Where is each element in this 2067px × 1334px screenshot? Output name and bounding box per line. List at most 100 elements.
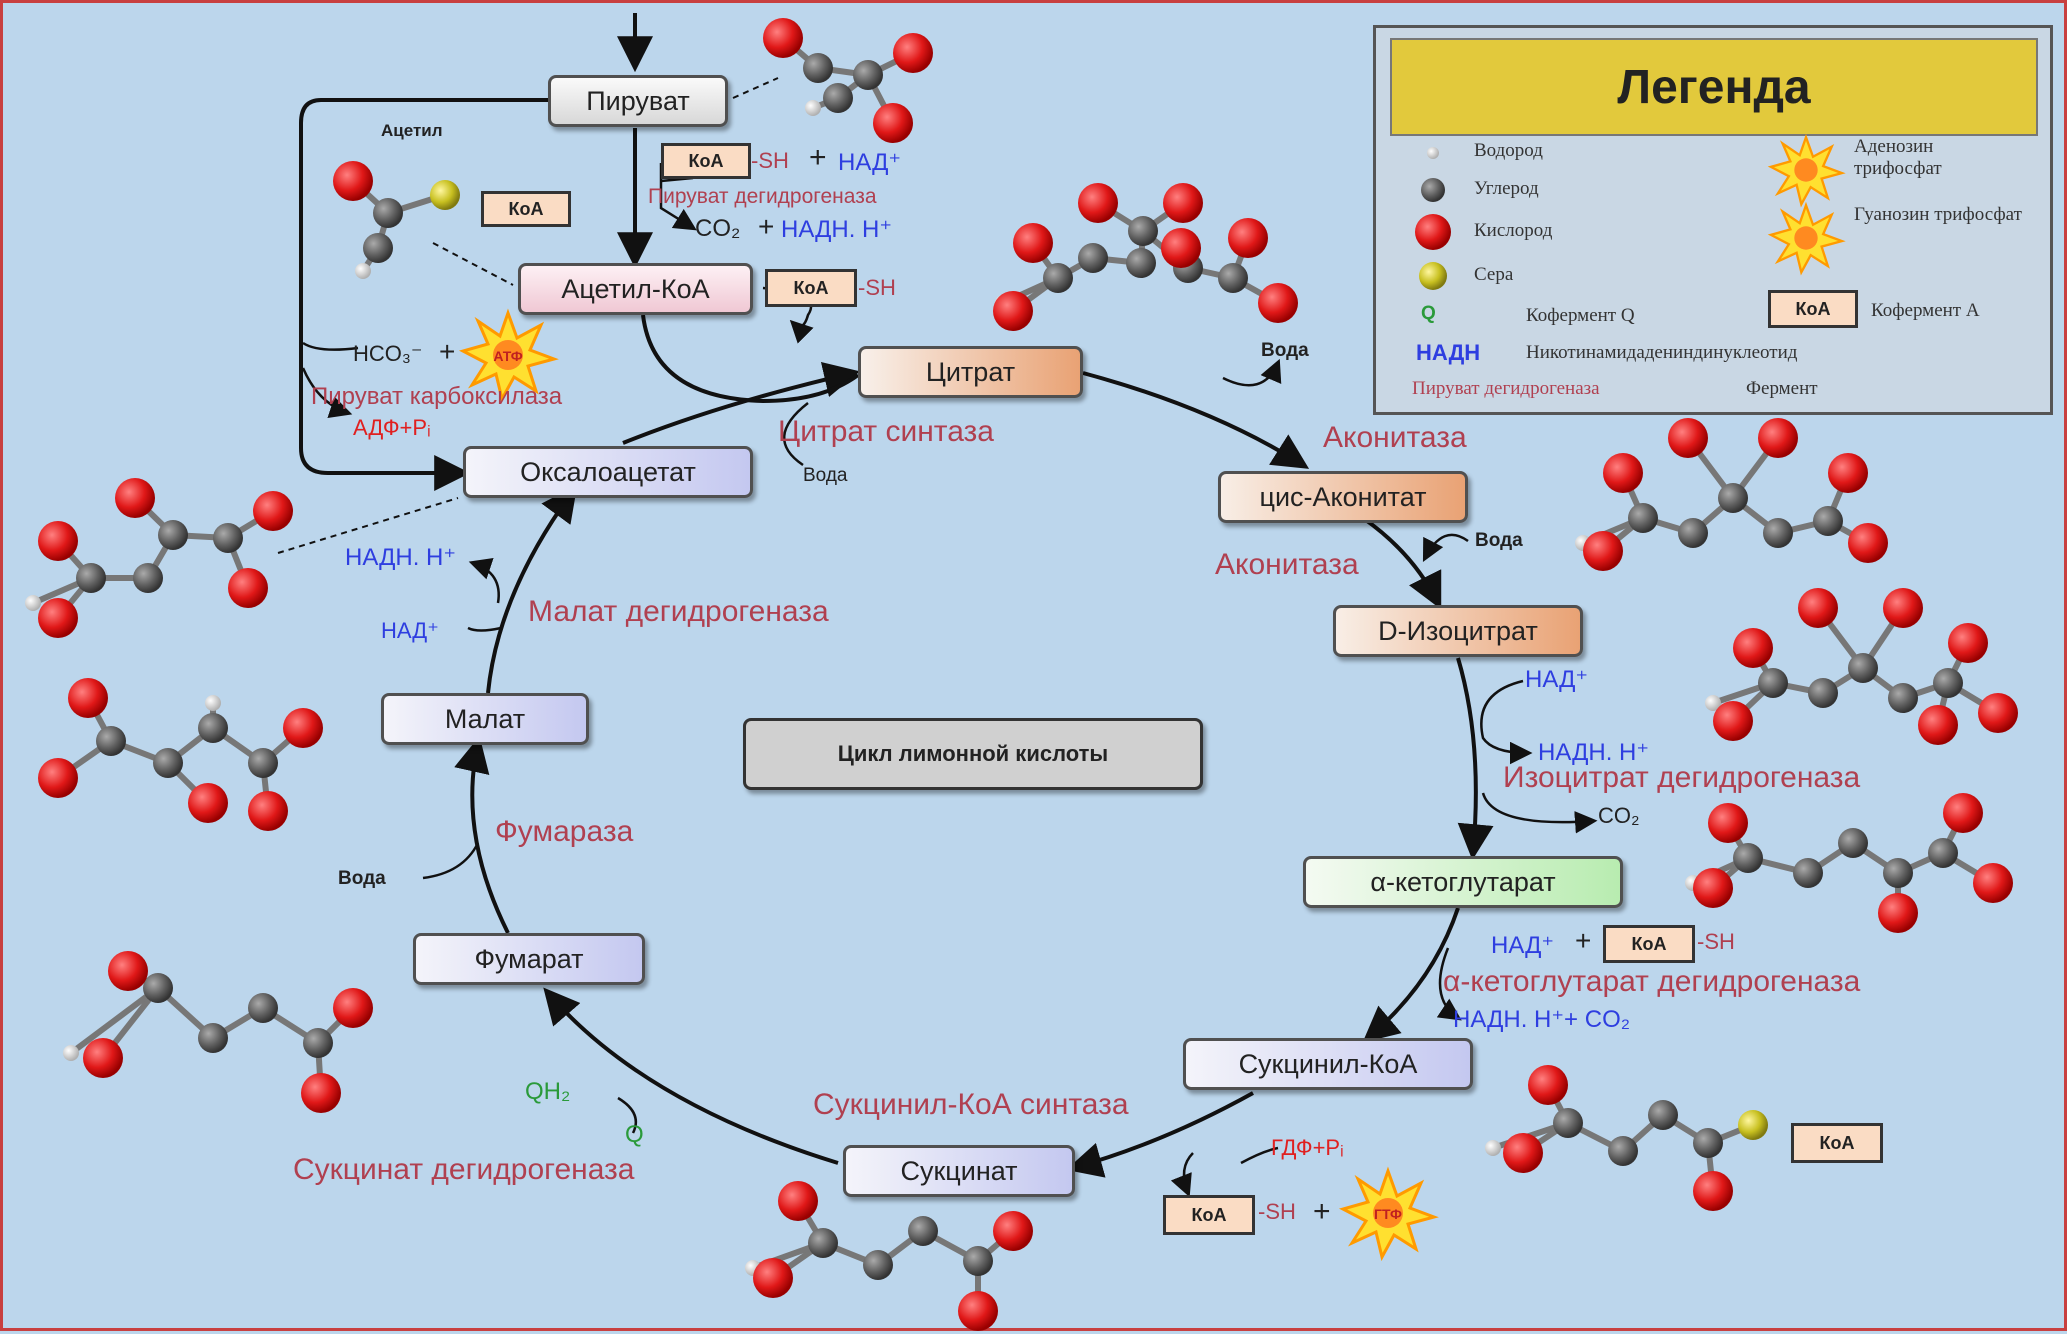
atom — [1793, 858, 1823, 888]
atom — [68, 678, 108, 718]
oxaloacetate-box[interactable]: Оксалоацетат — [463, 446, 753, 498]
atom — [83, 1038, 123, 1078]
atp-star-icon: АТФ — [458, 308, 559, 404]
atom — [1713, 701, 1753, 741]
ketoglutarate-molecule — [1685, 793, 2013, 933]
atom — [1128, 216, 1158, 246]
atom — [198, 1023, 228, 1053]
atom — [248, 748, 278, 778]
atom — [213, 523, 243, 553]
enzyme-ketoglutarate-dh[interactable]: α-кетоглутарат дегидрогеназа — [1443, 965, 1861, 998]
atom — [1126, 248, 1156, 278]
nad-plus-label: НАД⁺ — [838, 149, 902, 176]
cis-aconitate-box[interactable]: цис-Аконитат — [1218, 471, 1468, 523]
hydrogen-icon — [1427, 147, 1439, 159]
sh-label: -SH — [751, 148, 789, 173]
enzyme-fumarase[interactable]: Фумараза — [495, 815, 634, 848]
isocitrate-molecule — [1705, 588, 2018, 745]
enzyme-isocitrate-dh[interactable]: Изоцитрат дегидрогеназа — [1503, 761, 1861, 794]
co2-label: CO₂ — [1598, 803, 1640, 828]
atom — [248, 993, 278, 1023]
enzyme-aconitase-2[interactable]: Аконитаза — [1215, 548, 1359, 581]
legend-enzyme-example: Пируват дегидрогеназа — [1412, 378, 1600, 399]
atom — [1628, 503, 1658, 533]
atom — [1848, 523, 1888, 563]
atom — [363, 233, 393, 263]
ketoglutarate-box[interactable]: α-кетоглутарат — [1303, 856, 1623, 908]
citrate-box[interactable]: Цитрат — [858, 346, 1083, 398]
enzyme-pyruvate-dh[interactable]: Пируват дегидрогеназа — [648, 185, 877, 208]
legend-q-symbol: Q — [1421, 303, 1436, 324]
dashed-links — [277, 77, 779, 554]
atom — [1733, 843, 1763, 873]
succinate-molecule — [745, 1181, 1033, 1331]
atom — [115, 478, 155, 518]
water-label: Вода — [803, 465, 848, 486]
pyruvate-box[interactable]: Пируват — [548, 75, 728, 127]
succinyl-coa-box[interactable]: Сукцинил-КоА — [1183, 1038, 1473, 1090]
svg-text:ГТФ: ГТФ — [1374, 1206, 1402, 1222]
atom — [1693, 1128, 1723, 1158]
pyruvate-molecule — [763, 18, 933, 143]
atom — [25, 595, 41, 611]
atom — [1918, 705, 1958, 745]
atom — [1528, 1065, 1568, 1105]
cis-aconitate-molecule — [1575, 418, 1888, 571]
enzyme-pyruvate-carboxylase[interactable]: Пируват карбоксилаза — [311, 383, 563, 410]
atom — [1693, 1171, 1733, 1211]
legend-gtp-icon — [1767, 201, 1846, 276]
diagram-graphics: АТФ ГТФ — [25, 13, 2018, 1331]
koa-tag: КоА — [1163, 1195, 1255, 1235]
atom — [1708, 803, 1748, 843]
legend-hydrogen: Водород — [1474, 140, 1543, 161]
legend-carbon: Углерод — [1474, 178, 1539, 199]
fumarate-box[interactable]: Фумарат — [413, 933, 645, 985]
plus-label: + — [758, 211, 775, 242]
atom — [108, 951, 148, 991]
hco3-label: HCO₃⁻ — [353, 341, 423, 366]
succinate-box[interactable]: Сукцинат — [843, 1145, 1075, 1197]
atom — [1648, 1100, 1678, 1130]
gdp-pi-label: ГДФ+Pᵢ — [1271, 1135, 1344, 1160]
atom — [96, 726, 126, 756]
acetyl-label: Ацетил — [381, 121, 443, 140]
atom — [1948, 623, 1988, 663]
atom — [63, 1045, 79, 1061]
legend-gtp: Гуанозин трифосфат — [1854, 204, 2022, 225]
enzyme-succinate-dh[interactable]: Сукцинат дегидрогеназа — [293, 1153, 635, 1186]
gtp-star-icon: ГТФ — [1338, 1166, 1439, 1262]
enzyme-aconitase-1[interactable]: Аконитаза — [1323, 421, 1467, 454]
atom — [248, 791, 288, 831]
atom — [38, 758, 78, 798]
atom — [893, 33, 933, 73]
koa-tag: КоА — [1791, 1123, 1883, 1163]
acetyl-coa-box[interactable]: Ацетил-КоА — [518, 263, 753, 315]
atom — [205, 695, 221, 711]
legend-enzyme: Фермент — [1746, 378, 1818, 399]
isocitrate-box[interactable]: D-Изоцитрат — [1333, 605, 1583, 657]
cycle-arrows — [299, 13, 1494, 1178]
legend-panel: Легенда Водород Углерод Кислород Сера Q … — [1373, 25, 2053, 415]
plus-label: + — [1313, 1195, 1331, 1228]
koa-tag: КоА — [661, 143, 751, 179]
nad-plus-label: НАД⁺ — [1525, 666, 1589, 693]
atom — [993, 1211, 1033, 1251]
legend-title: Легенда — [1390, 38, 2038, 136]
water-label: Вода — [1475, 530, 1523, 551]
citrate-molecule — [993, 183, 1298, 331]
enzyme-succinyl-coa-synthase[interactable]: Сукцинил-КоА синтаза — [813, 1088, 1129, 1121]
atom — [1973, 863, 2013, 903]
atom — [430, 180, 460, 210]
legend-nadh-symbol: НАДН — [1416, 340, 1481, 365]
plus-label: + — [439, 336, 456, 367]
enzyme-citrate-synthase[interactable]: Цитрат синтаза — [778, 415, 994, 448]
malate-box[interactable]: Малат — [381, 693, 589, 745]
legend-atp: Аденозин трифосфат — [1854, 136, 1942, 179]
legend-sulfur: Сера — [1474, 264, 1514, 285]
nadh-label: НАДН. Н⁺ — [781, 216, 893, 243]
atom — [1888, 683, 1918, 713]
enzyme-malate-dh[interactable]: Малат дегидрогеназа — [528, 595, 829, 628]
svg-text:АТФ: АТФ — [493, 348, 522, 364]
molecule-models — [25, 18, 2018, 1331]
atom — [1603, 453, 1643, 493]
